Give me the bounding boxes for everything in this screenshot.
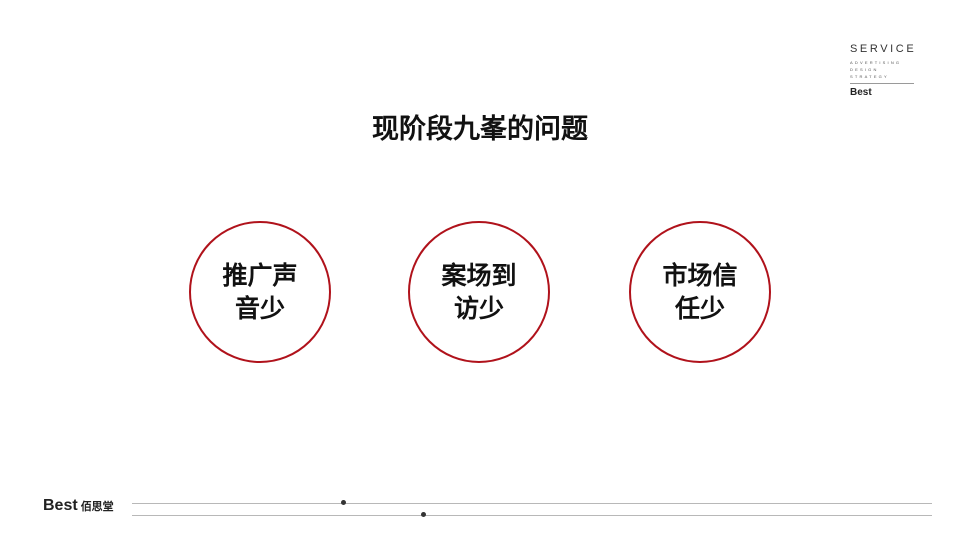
footer-divider-bottom: [132, 515, 932, 516]
problem-text-line1: 案场到: [441, 261, 517, 290]
problem-text-line1: 市场信: [662, 261, 738, 290]
logo-divider: [850, 83, 914, 84]
problem-text-line2: 任少: [674, 294, 725, 323]
service-logo: SERVICE ADVERTISING DESIGN STRATEGY Best: [850, 43, 916, 98]
logo-line-advertising: ADVERTISING: [850, 60, 902, 65]
problem-circle-trust: 市场信 任少: [629, 221, 771, 363]
problem-text-line2: 访少: [453, 294, 504, 323]
footer-dot-marker: [421, 512, 426, 517]
logo-brand: Best: [850, 87, 872, 98]
problem-circle-promotion: 推广声 音少: [189, 221, 331, 363]
logo-line-design: DESIGN: [850, 67, 879, 72]
logo-word: SERVICE: [850, 43, 917, 55]
footer-brand-cn: 佰思堂: [80, 500, 114, 513]
problem-text-line2: 音少: [234, 294, 285, 323]
footer-brand-en: Best: [43, 497, 78, 514]
problem-text-line1: 推广声: [222, 261, 298, 290]
page-title: 现阶段九峯的问题: [372, 114, 588, 145]
footer-divider-top: [132, 503, 932, 504]
problem-circle-visits: 案场到 访少: [408, 221, 550, 363]
logo-line-strategy: STRATEGY: [850, 74, 889, 79]
footer-dot-marker: [341, 500, 346, 505]
footer-brand-logo: Best 佰思堂: [43, 497, 114, 515]
